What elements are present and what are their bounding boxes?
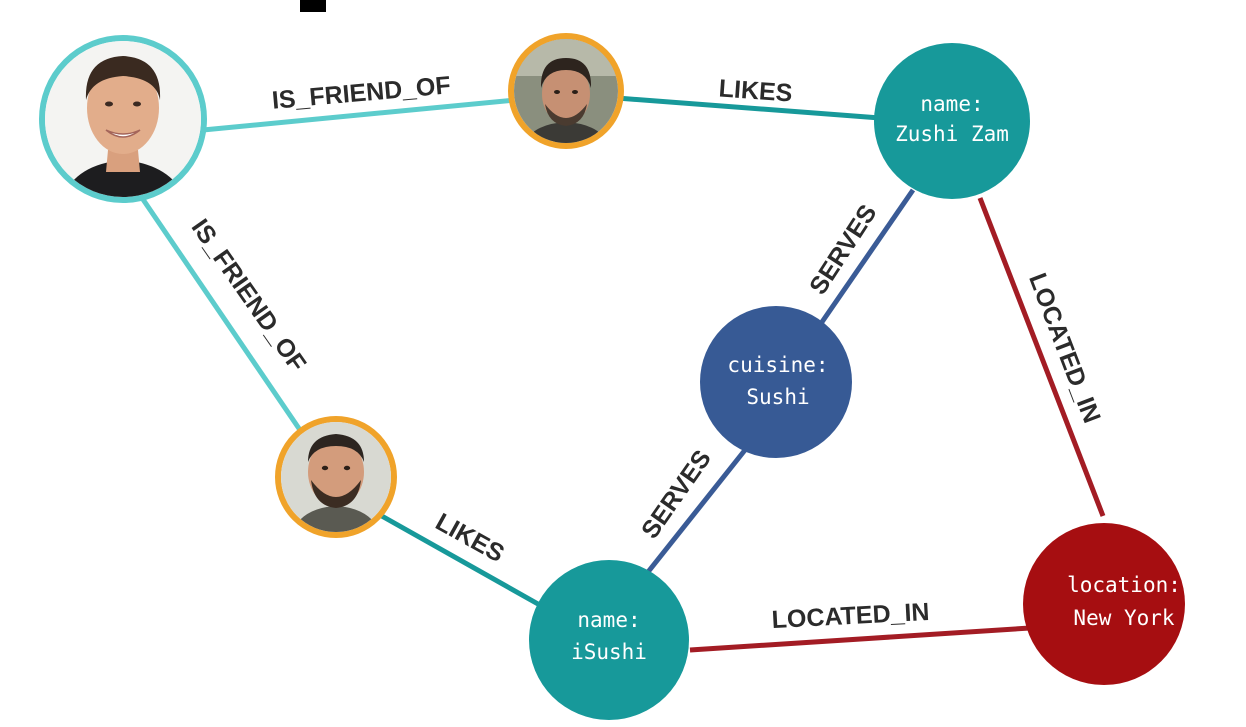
node-label-line2: iSushi: [571, 640, 647, 664]
edge-friend-left: [137, 193, 303, 432]
edge-likes-top: [616, 95, 881, 121]
person-node-friend-bottom[interactable]: [275, 416, 397, 538]
edge-label-located-bottom: LOCATED_IN: [771, 598, 930, 634]
restaurant-node-zushi-zam[interactable]: name: Zushi Zam: [874, 43, 1030, 199]
edge-located-right: [977, 197, 1106, 517]
edge-serves-top: [819, 188, 916, 324]
restaurant-node-isushi[interactable]: name: iSushi: [529, 560, 689, 720]
cuisine-node-sushi[interactable]: cuisine: Sushi: [700, 306, 852, 458]
edge-likes-bottom: [378, 512, 540, 607]
node-label-line1: location:: [1067, 573, 1181, 597]
edge-label-serves-bottom: SERVES: [636, 445, 717, 544]
node-label-line1: name:: [920, 92, 983, 116]
person-node-main[interactable]: [39, 35, 210, 206]
node-label-line2: New York: [1073, 606, 1175, 630]
node-label-line1: cuisine:: [727, 353, 828, 377]
edge-friend-top: [202, 97, 516, 133]
node-label-line1: name:: [577, 608, 640, 632]
node-label-line2: Zushi Zam: [895, 122, 1009, 146]
top-edge-mark: [300, 0, 326, 12]
edge-label-likes-bottom: LIKES: [431, 508, 509, 568]
node-label-line2: Sushi: [746, 385, 809, 409]
edge-serves-bottom: [646, 448, 747, 574]
location-node-new-york[interactable]: location: New York: [1023, 523, 1185, 685]
person-node-friend-top[interactable]: [508, 33, 624, 149]
person-photo-icon: [45, 41, 201, 197]
edge-located-bottom: [689, 625, 1031, 653]
edge-label-likes-top: LIKES: [718, 74, 793, 107]
